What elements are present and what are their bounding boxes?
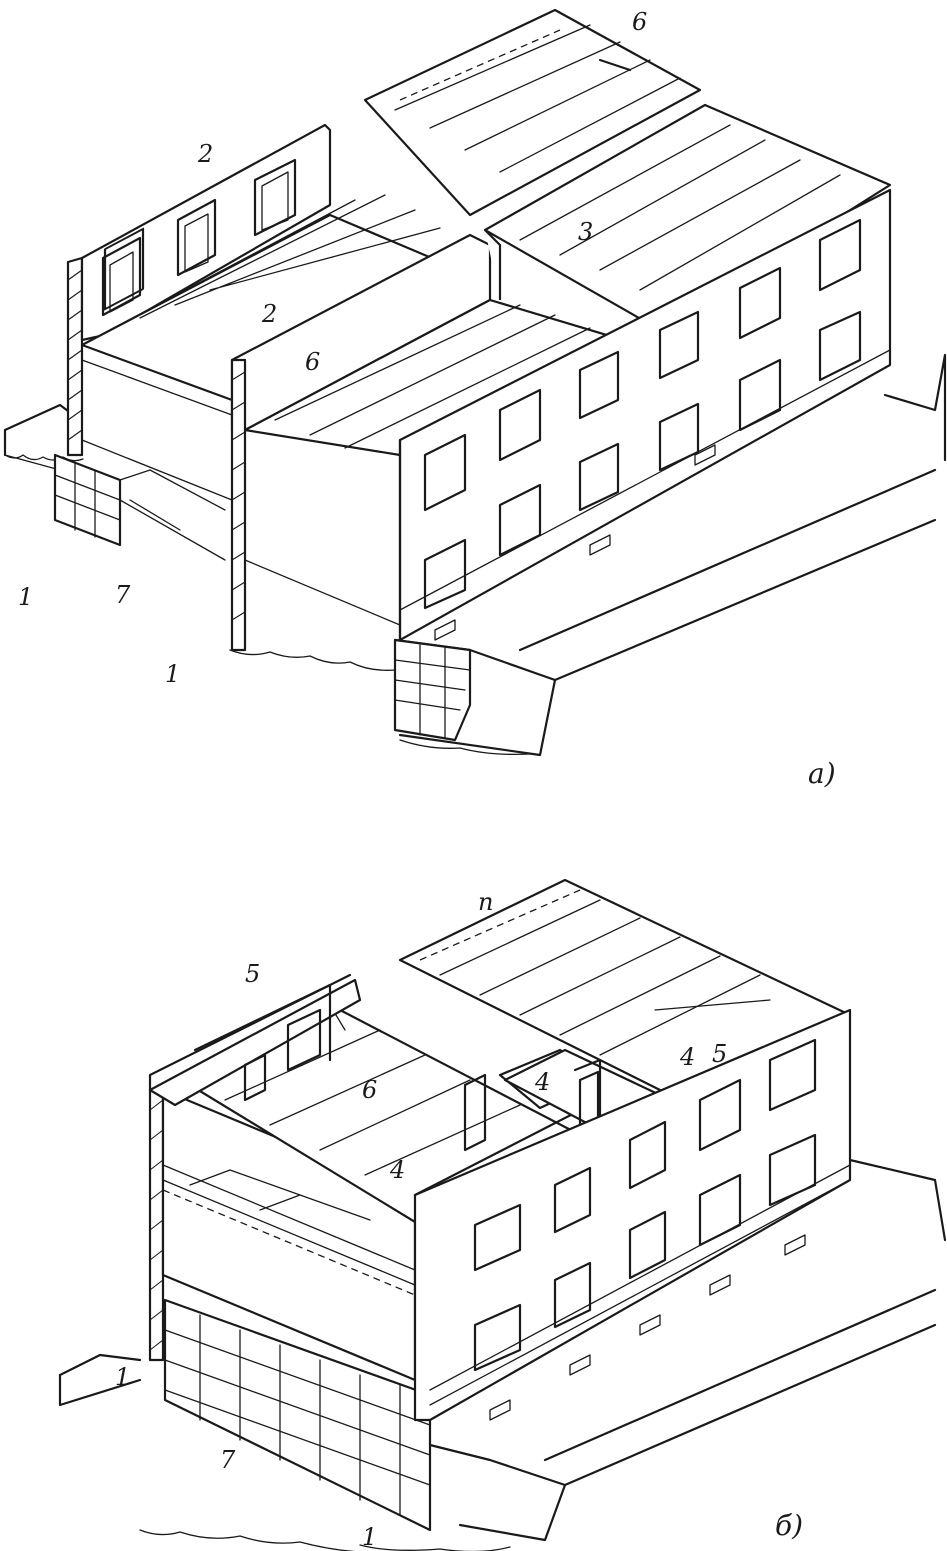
figure-a-callout-roof-slab: 6 <box>632 8 647 36</box>
figure-a-drawing <box>3 8 947 757</box>
figure-b-drawing <box>58 878 947 1551</box>
figure-a-facade-windows <box>423 218 862 641</box>
figure-a-callout-basement: 7 <box>115 581 131 609</box>
figure-a-callout-floor-panel: 2 <box>261 300 277 328</box>
figure-a-basement <box>119 469 226 531</box>
figure-a-callout-interior-slab: 3 <box>578 218 593 246</box>
figure-b-callout-floor-slab-b: 4 <box>534 1068 550 1096</box>
figure-b-caption: б) <box>775 1509 803 1542</box>
figure-a-back-wall <box>80 123 332 342</box>
figure-b-facade-windows <box>473 1038 817 1421</box>
figure-b-foundation <box>163 1298 432 1532</box>
figure-a-partition <box>230 233 492 652</box>
figure-b-callout-floor-slab-a: 4 <box>389 1156 405 1184</box>
figure-a-callout-partition: 6 <box>305 348 320 376</box>
figure-b-callout-foundation-bottom: 1 <box>362 1523 377 1551</box>
figure-b-right-facade <box>413 1008 852 1422</box>
figure-a-roof <box>363 8 702 217</box>
figure-b-left-wall-section <box>148 1083 165 1362</box>
figure-b-callout-floor-slab-c: 4 <box>679 1043 695 1071</box>
figure-a-callout-foundation-center: 1 <box>165 660 180 688</box>
figure-a-left-wall-section <box>66 256 84 457</box>
figure-a-caption: а) <box>808 757 836 790</box>
figure-a-foundation-right <box>393 638 472 742</box>
figure-b-callout-partition: 6 <box>362 1076 377 1104</box>
figure-b-callout-roof-top: п <box>478 888 493 916</box>
figure-a-right-block <box>398 103 892 642</box>
figure-b-top-walls <box>148 973 602 1197</box>
figure-b-callout-foundation-left: 1 <box>115 1363 130 1391</box>
figure-b-callout-wall-top: 5 <box>245 960 260 988</box>
figure-a-callout-wall-top: 2 <box>197 140 213 168</box>
figure-a-foundation-left <box>53 453 122 547</box>
figure-b-callout-basement: 7 <box>220 1446 236 1474</box>
figure-b-callout-roof-panel: 5 <box>712 1040 727 1068</box>
figure-b-ground <box>58 1158 947 1551</box>
figure-a-callout-foundation-left: 1 <box>18 583 33 611</box>
